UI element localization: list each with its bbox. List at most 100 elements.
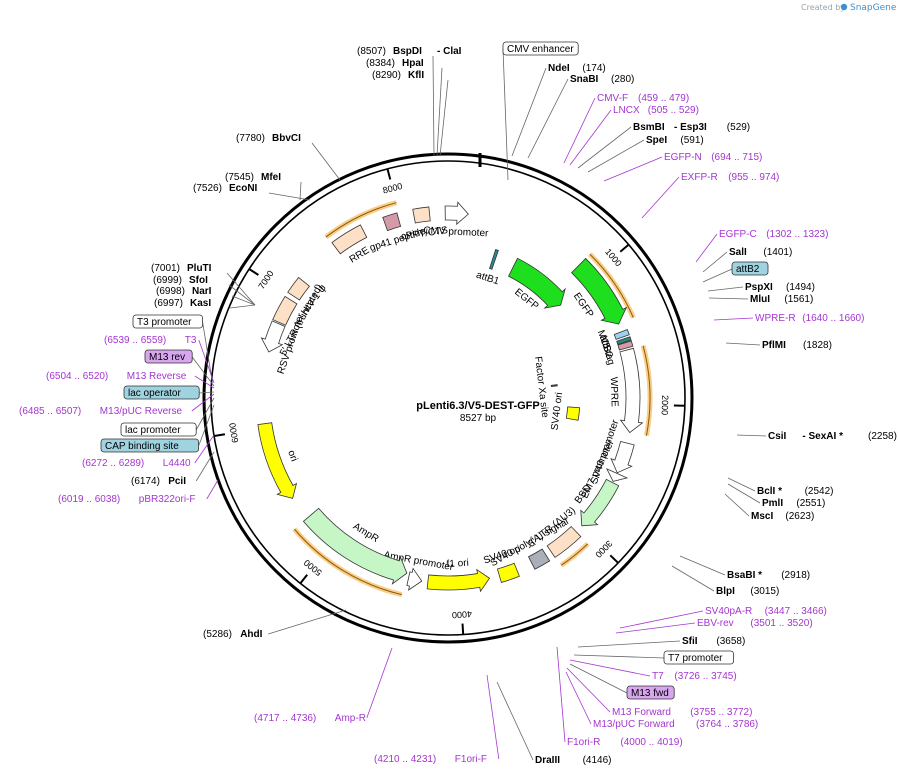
primer-position: (3726 .. 3745)	[674, 671, 736, 682]
feature-shape	[406, 567, 423, 591]
feature-bracket-edge	[293, 528, 402, 596]
enzyme-name: MfeI	[261, 172, 281, 183]
feature-tag-box	[626, 685, 675, 700]
primer-position: (4210 .. 4231)	[374, 754, 436, 765]
site-position: (2918)	[781, 570, 810, 581]
enzyme-name: CsiI	[768, 431, 787, 442]
leader-line	[736, 434, 767, 437]
primer-position: (1302 .. 1323)	[766, 229, 828, 240]
feature-tag-box	[123, 385, 200, 400]
feature-shape	[444, 201, 469, 226]
feature-shape	[550, 384, 558, 387]
site-position: (7780)	[236, 133, 265, 144]
primer-name: F1ori-F	[455, 754, 487, 765]
feature-tag-label: T7 promoter	[668, 653, 723, 664]
enzyme-name: BclI *	[757, 486, 782, 497]
tick-mark	[619, 243, 630, 253]
tick-label: 6000	[227, 422, 240, 443]
feature-shape	[580, 478, 620, 527]
feature-tag-box	[144, 349, 193, 364]
enzyme-name: BsaBI *	[727, 570, 762, 581]
feature-shape	[412, 206, 431, 224]
primer-name: EXFP-R	[681, 172, 718, 183]
site-position: (6999)	[153, 275, 182, 286]
leader-lines-layer	[191, 48, 767, 761]
leader-line	[198, 404, 215, 447]
leader-line	[198, 339, 215, 384]
enzyme-name: MscI	[751, 511, 773, 522]
enzyme-name: DraIII	[535, 755, 560, 766]
leader-line	[671, 565, 715, 592]
feature-tag-box	[731, 261, 769, 276]
leader-line	[511, 67, 547, 157]
feature-shape	[616, 336, 632, 345]
enzyme-name: PciI	[168, 476, 186, 487]
leader-line	[432, 55, 435, 157]
feature-shape	[272, 295, 298, 326]
feature-bracket-edge	[560, 543, 589, 566]
feature-bracket-edge	[325, 202, 397, 238]
feature-brackets-layer	[292, 200, 653, 598]
feature-shape	[619, 347, 644, 434]
feature-label: f1 ori	[446, 558, 469, 570]
leader-line	[366, 647, 393, 719]
site-position: (2551)	[796, 498, 825, 509]
leader-line	[569, 109, 612, 166]
primer-name: M13 Forward	[612, 707, 671, 718]
enzyme-name: BlpI	[716, 586, 735, 597]
leader-line	[569, 659, 651, 677]
primer-name: M13/pUC Reverse	[100, 406, 183, 417]
backbone-inner-ring	[210, 160, 686, 636]
labels-layer: (8507)BspDI- ClaI(8384)HpaI(8290)KflI(77…	[19, 41, 897, 766]
feature-shape	[287, 276, 311, 301]
feature-shape	[508, 257, 566, 309]
primer-position: (3501 .. 3520)	[750, 618, 812, 629]
site-position: (7526)	[193, 183, 222, 194]
primer-name: WPRE-R	[755, 313, 796, 324]
leader-line	[707, 286, 744, 292]
leader-line	[199, 391, 215, 394]
feature-shape	[565, 406, 581, 421]
backbone-outer-ring	[202, 152, 694, 644]
leader-line	[566, 667, 611, 713]
leader-line	[619, 610, 704, 629]
feature-shape	[489, 248, 499, 270]
leader-line	[486, 674, 500, 760]
leader-line	[195, 451, 215, 482]
feature-shape	[382, 212, 402, 232]
feature-bracket-edge	[642, 345, 651, 436]
primer-position: (1640 .. 1660)	[802, 313, 864, 324]
primer-position: (6504 .. 6520)	[46, 371, 108, 382]
primer-name: SV40pA-R	[705, 606, 752, 617]
leader-line	[615, 622, 696, 634]
enzyme-alias: - Esp3I	[674, 122, 707, 133]
leader-line	[311, 142, 341, 181]
leader-line	[708, 297, 749, 300]
leader-line	[202, 321, 213, 381]
feature-shape	[606, 468, 629, 482]
primer-name: L4440	[163, 458, 191, 469]
site-position: (529)	[727, 122, 750, 133]
leader-line	[496, 681, 534, 761]
tick-mark	[299, 574, 308, 584]
feature-tag-label: M13 rev	[149, 352, 185, 363]
site-position: (7545)	[225, 172, 254, 183]
tick-label: 5000	[302, 558, 324, 578]
tick-mark	[609, 554, 619, 564]
enzyme-name: BbvCI	[272, 133, 301, 144]
site-position: (174)	[582, 63, 605, 74]
enzyme-name: KasI	[190, 298, 211, 309]
feature-label: ori	[285, 449, 299, 463]
site-position: (8290)	[372, 70, 401, 81]
primer-position: (505 .. 529)	[648, 105, 699, 116]
site-position: (1401)	[763, 247, 792, 258]
feature-tag-label: lac operator	[128, 388, 181, 399]
tick-label: 8000	[382, 181, 404, 196]
plasmid-name: pLenti6.3/V5-DEST-GFP	[416, 400, 539, 412]
tick-mark	[213, 433, 226, 438]
enzyme-name: EcoNI	[229, 183, 258, 194]
site-position: (1561)	[784, 294, 813, 305]
leader-line	[439, 79, 449, 157]
site-position: (3658)	[716, 636, 745, 647]
